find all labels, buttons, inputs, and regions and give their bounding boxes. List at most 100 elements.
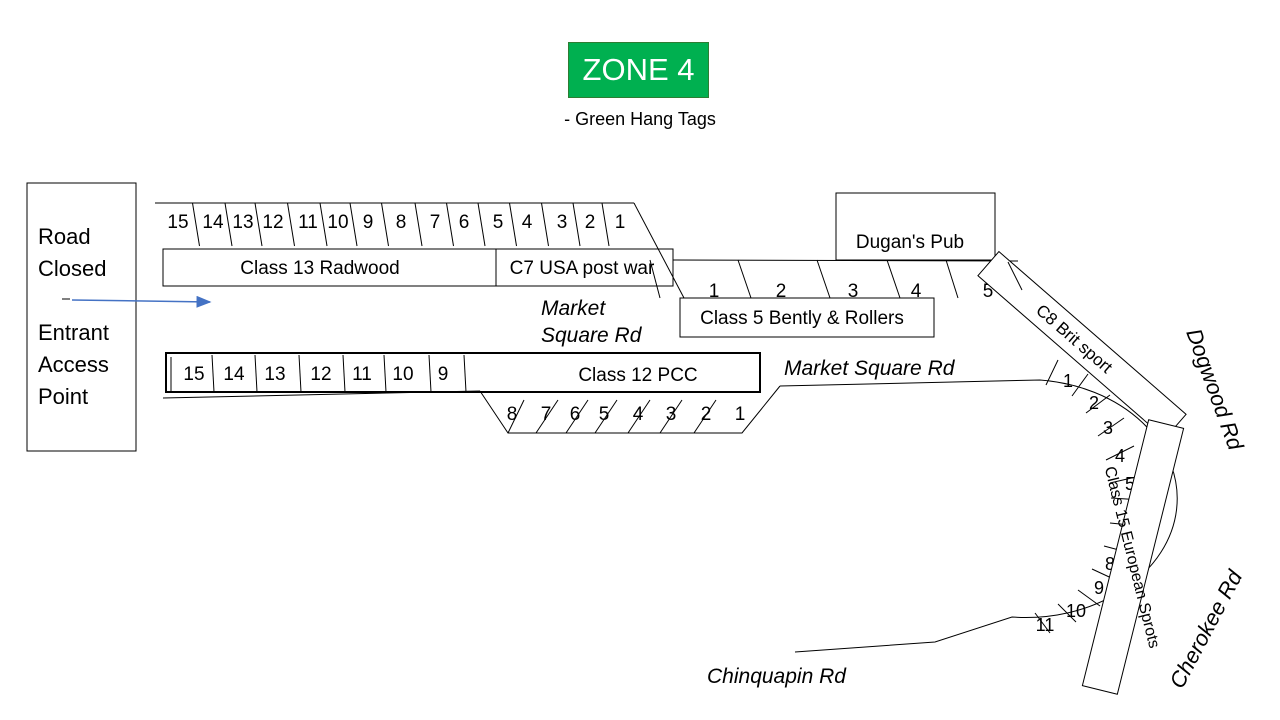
- dugans-pub-building: [835, 192, 996, 261]
- road-closed-label-line2: Closed: [38, 256, 106, 281]
- curve-spot-label: 8: [1105, 554, 1115, 574]
- spot-divider: [1077, 589, 1101, 607]
- class5-bently-box: [679, 297, 935, 338]
- spot-divider: [298, 354, 302, 393]
- pcc-row-spot-label: 13: [264, 364, 285, 385]
- pcc-row-spots: 15 14 13 12 11 10 9: [183, 354, 467, 393]
- pcc-row-spot-label: 11: [352, 364, 372, 385]
- class13-radwood-label: Class 13 Radwood: [240, 258, 399, 279]
- lower-row-spot-label: 7: [541, 404, 552, 425]
- spot-divider: [1085, 394, 1111, 414]
- spot-divider: [886, 259, 901, 299]
- spot-divider: [1097, 417, 1125, 437]
- top-row-spot-label: 2: [585, 212, 596, 233]
- spot-divider: [211, 354, 215, 393]
- top-row-spot-label: 10: [327, 212, 348, 233]
- top-row-spot-label: 13: [232, 212, 253, 233]
- lower-row-spot-label: 3: [666, 404, 677, 425]
- spot-divider: [1071, 373, 1089, 397]
- spot-divider: [693, 399, 717, 434]
- road-closed-box: [26, 182, 137, 452]
- spot-divider: [627, 399, 651, 434]
- spot-divider: [601, 202, 610, 247]
- market-square-road-label-a2: Square Rd: [541, 324, 643, 347]
- class12-pcc-label: Class 12 PCC: [578, 365, 697, 386]
- pcc-row-spot-label: 9: [438, 364, 449, 385]
- pcc-row-spot-label: 12: [310, 364, 331, 385]
- road-closed-label-line1: Road: [38, 224, 91, 249]
- top-row-spot-label: 15: [167, 212, 188, 233]
- market-square-road-label-b: Market Square Rd: [784, 357, 956, 380]
- class15-european-box: [1081, 419, 1185, 695]
- curve-spot-label: 1: [1063, 371, 1073, 391]
- spot-divider: [349, 202, 358, 247]
- spot-divider: [594, 399, 618, 434]
- pub-row-spot-label: 1: [709, 281, 720, 302]
- pub-road-edge: [672, 259, 1019, 262]
- pub-row-spot-label: 2: [776, 281, 787, 302]
- spot-divider: [383, 354, 387, 393]
- cherokee-road-label: Cherokee Rd: [1164, 565, 1247, 692]
- curve-spot-label: 4: [1115, 446, 1125, 466]
- dogwood-road-label: Dogwood Rd: [1181, 325, 1248, 454]
- curve-spot-label: 3: [1103, 418, 1113, 438]
- lower-row-spot-label: 4: [633, 404, 644, 425]
- class12-pcc-box: [165, 352, 761, 393]
- class13-radwood-box: [162, 248, 497, 287]
- spot-divider: [414, 202, 423, 247]
- pcc-bottom-edge: [162, 390, 481, 399]
- curve-spot-label: 5: [1125, 474, 1135, 494]
- pub-row-spot-label: 4: [911, 281, 922, 302]
- spot-divider: [477, 202, 486, 247]
- lower-row-edge: [479, 385, 781, 434]
- spot-divider: [463, 354, 467, 393]
- curved-road-edge: [779, 379, 1178, 653]
- c7-usa-label: C7 USA post war: [510, 258, 655, 279]
- top-row-spot-label: 11: [298, 212, 318, 233]
- entrant-label-line1: Entrant: [38, 320, 109, 345]
- spot-divider: [428, 354, 432, 393]
- top-row-spot-label: 3: [557, 212, 568, 233]
- spot-divider: [1105, 445, 1135, 461]
- spot-divider: [565, 399, 589, 434]
- spot-divider: [1057, 603, 1077, 623]
- top-row-spot-label: 4: [522, 212, 533, 233]
- top-row-spot-label: 5: [493, 212, 504, 233]
- spot-divider: [192, 202, 200, 247]
- dugans-pub-label: Dugan's Pub: [856, 232, 964, 253]
- spot-divider: [254, 202, 263, 247]
- pcc-row-spot-label: 10: [392, 364, 413, 385]
- spot-divider: [541, 202, 549, 247]
- top-row-spot-label: 9: [363, 212, 374, 233]
- top-row-spot-label: 12: [262, 212, 283, 233]
- spot-divider: [1034, 612, 1051, 634]
- lower-row-spot-label: 1: [735, 404, 746, 425]
- road-corner-connector: [633, 202, 685, 299]
- top-row-spot-label: 8: [396, 212, 407, 233]
- spot-divider: [509, 202, 517, 247]
- top-row-spot-label: 7: [430, 212, 441, 233]
- curve-spot-label: 2: [1089, 393, 1099, 413]
- subtitle: - Green Hang Tags: [564, 109, 716, 129]
- top-row-spot-label: 6: [459, 212, 470, 233]
- pcc-row-spot-label: 14: [223, 364, 245, 385]
- entrant-label-line2: Access: [38, 352, 109, 377]
- spot-divider: [649, 259, 661, 299]
- spot-divider: [446, 202, 454, 247]
- curve-spot-label: 10: [1066, 601, 1086, 621]
- entrant-label-line3: Point: [38, 384, 88, 409]
- c8-connector: [1007, 261, 1023, 291]
- spot-divider: [659, 399, 683, 434]
- spot-divider: [224, 202, 233, 247]
- lower-row-spot-label: 8: [507, 404, 518, 425]
- market-square-road-label-a1: Market: [541, 297, 606, 320]
- pcc-row-spot-label: 15: [183, 364, 204, 385]
- spot-divider: [535, 399, 559, 434]
- lower-row-spot-label: 5: [599, 404, 610, 425]
- pub-row-spot-label: 3: [848, 281, 859, 302]
- spot-divider: [816, 259, 831, 299]
